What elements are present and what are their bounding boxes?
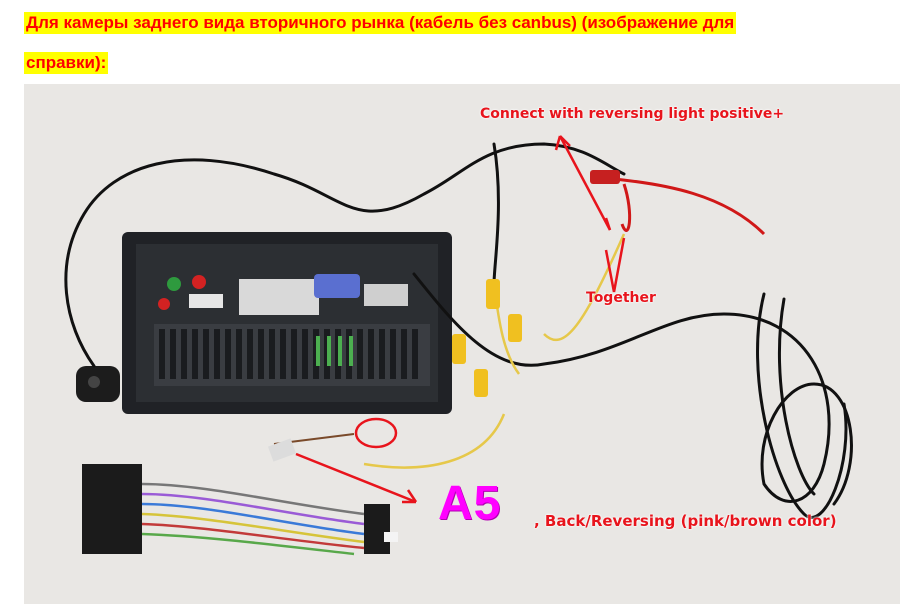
heading-line-1: Для камеры заднего вида вторичного рынка… <box>24 12 737 34</box>
rca-plug-1 <box>486 279 500 309</box>
wiring-harness <box>82 433 398 556</box>
rca-plug-3 <box>452 334 466 364</box>
black-cables <box>64 142 853 519</box>
rear-camera <box>76 366 120 402</box>
reversing-connector <box>590 170 620 184</box>
heading-line-2: справки): <box>24 52 109 74</box>
annotation-arrows <box>295 135 626 504</box>
connect-label: Connect with reversing light positive+ <box>480 106 785 122</box>
red-wires <box>613 177 766 236</box>
head-unit <box>122 232 452 414</box>
together-label: Together <box>586 290 656 306</box>
rca-plug-4 <box>474 369 488 397</box>
rca-plug-2 <box>508 314 522 342</box>
wiring-illustration <box>64 135 853 556</box>
a5-label: A5 <box>438 477 502 530</box>
back-reversing-label: , Back/Reversing (pink/brown color) <box>534 512 837 530</box>
wiring-photo: Connect with reversing light positive+ T… <box>24 84 900 604</box>
